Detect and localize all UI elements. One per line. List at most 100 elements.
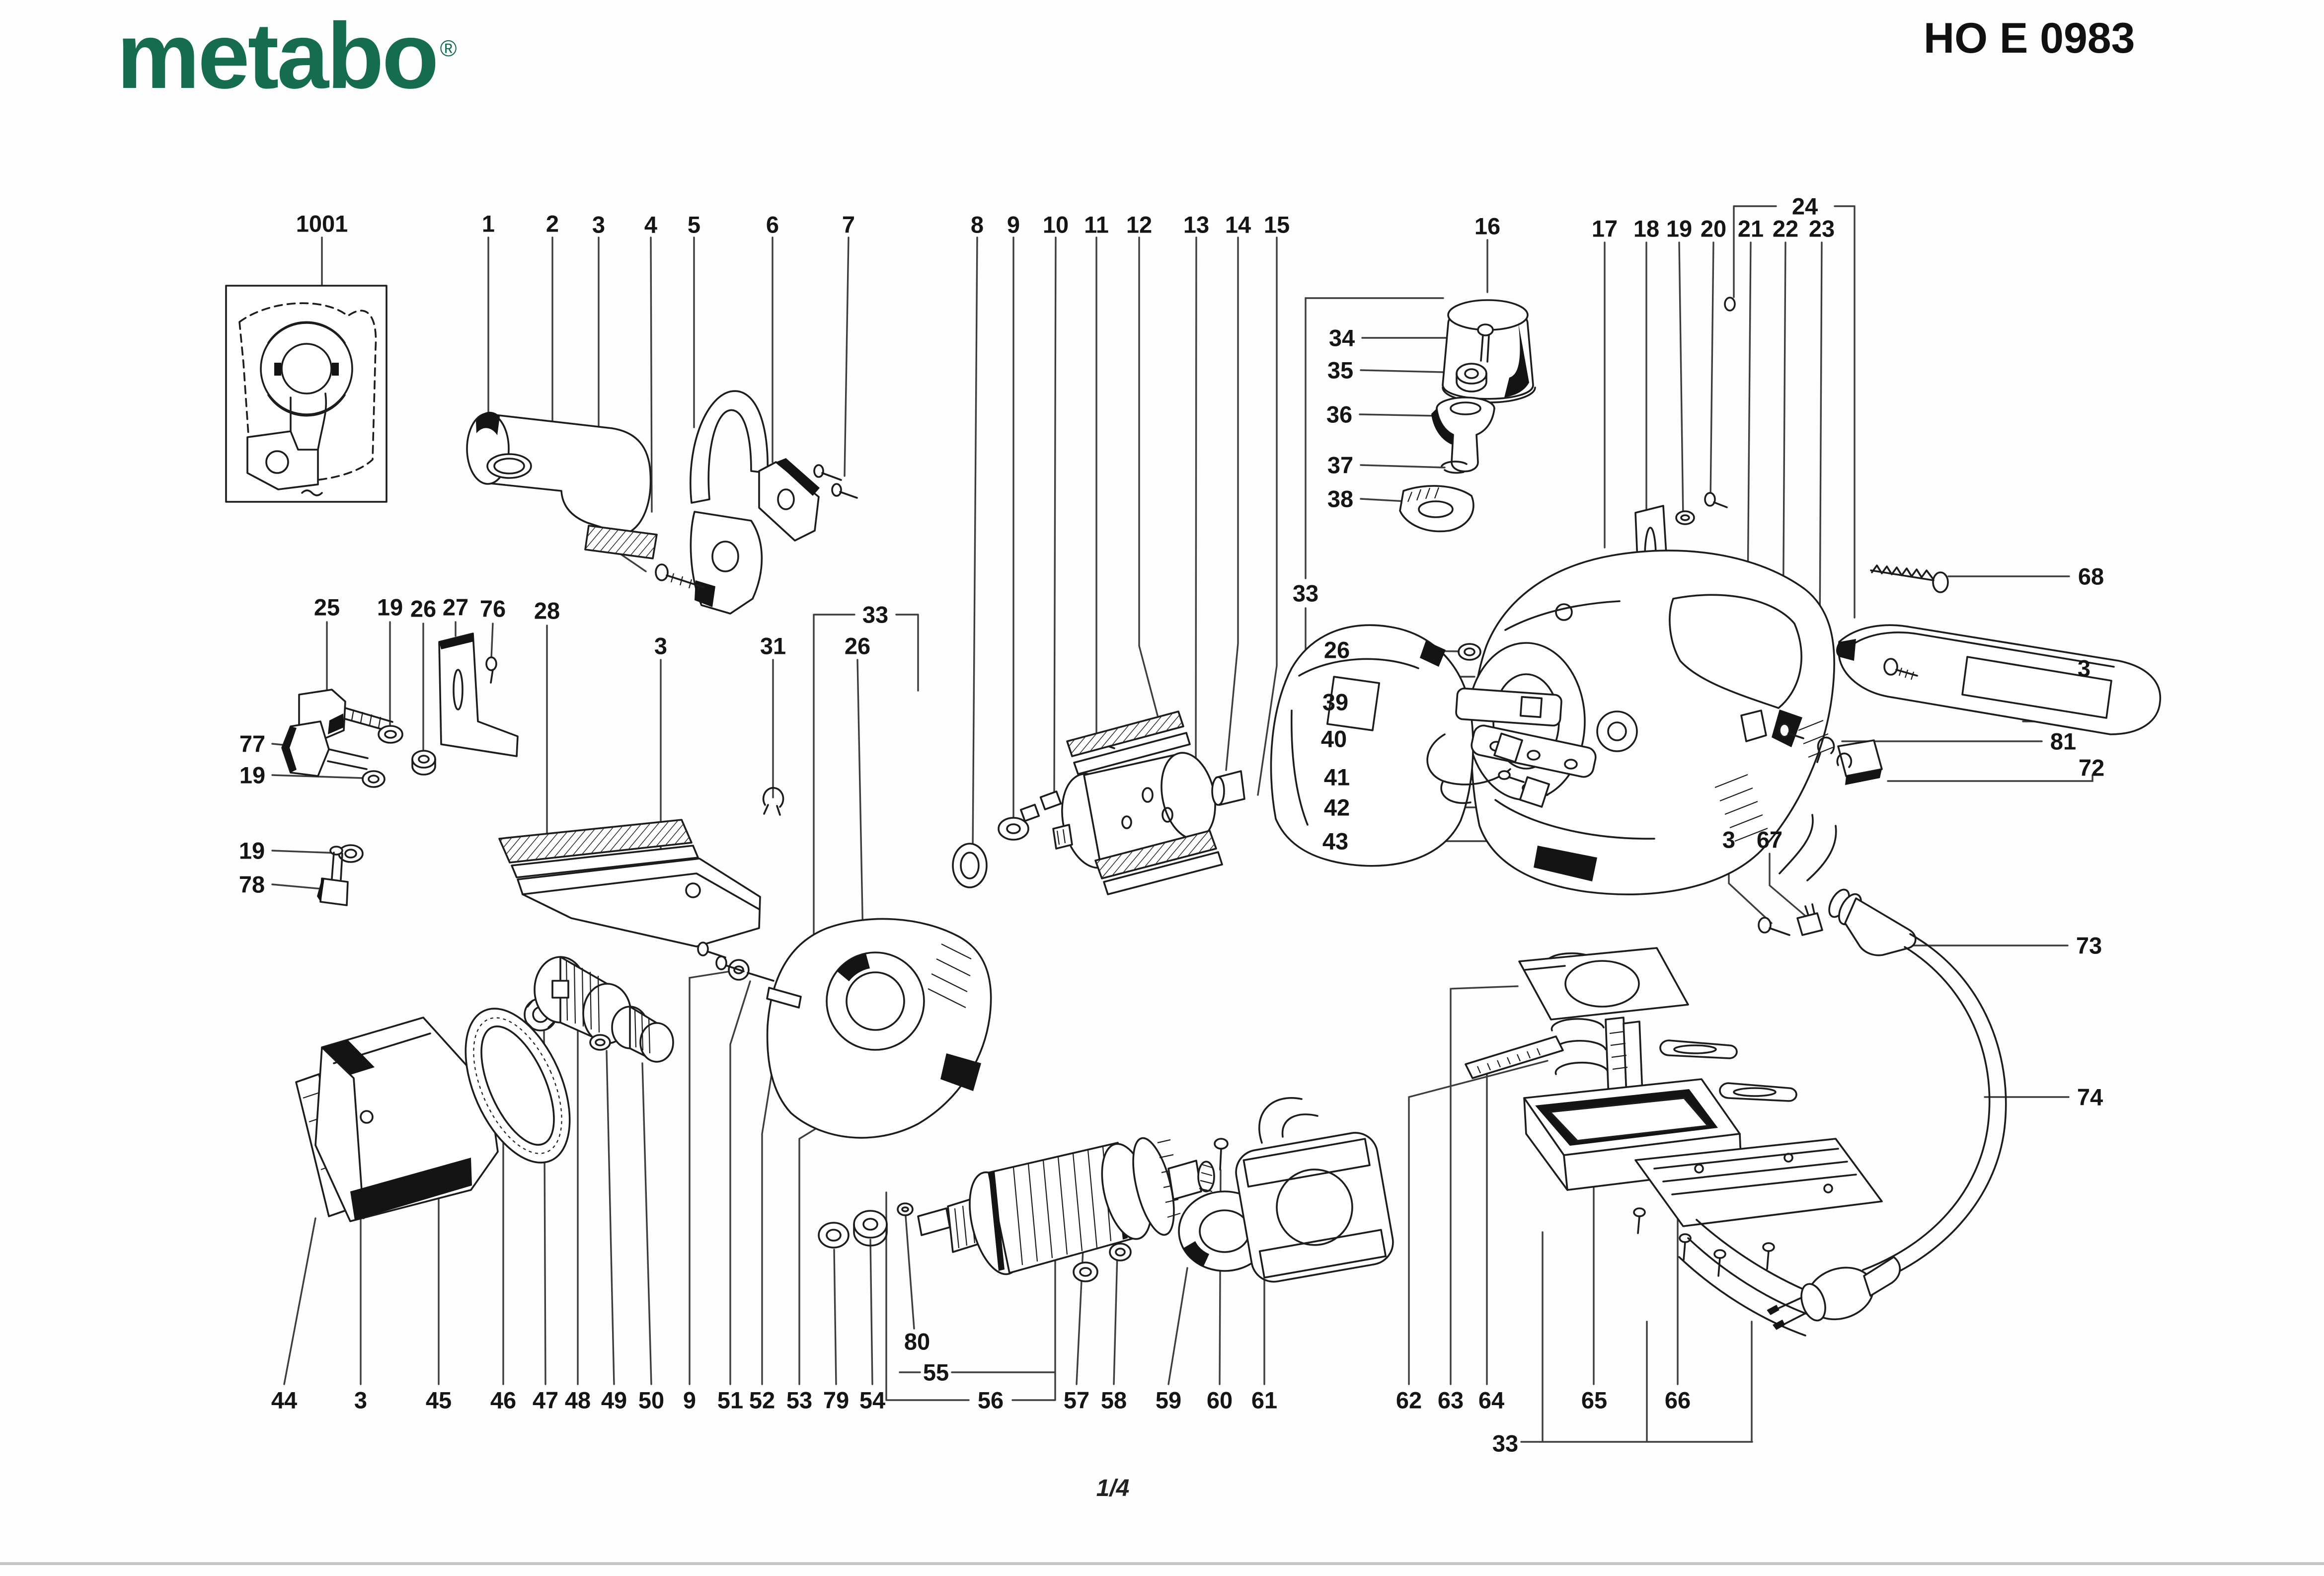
circlip-part-31 (762, 787, 784, 816)
cutter-block-parts-8-15 (952, 710, 1245, 895)
part-label-17: 17 (1592, 216, 1618, 242)
screw-spring-parts-68-3 (1870, 564, 1949, 680)
part-label-62: 62 (1396, 1387, 1422, 1414)
part-label-38: 38 (1327, 486, 1353, 512)
part-label-21: 21 (1738, 216, 1764, 242)
front-handle-parts-4-5-6-7 (690, 390, 858, 615)
part-label-3: 3 (654, 633, 667, 659)
part-label-76: 76 (480, 596, 506, 622)
bearing-rings-57-58 (1073, 1243, 1132, 1282)
part-label-19: 19 (1666, 216, 1692, 242)
part-label-67: 67 (1757, 827, 1782, 853)
part-label-7: 7 (842, 212, 855, 238)
part-label-13: 13 (1183, 212, 1209, 238)
o-ring-part-2 (486, 453, 532, 479)
part-label-26: 26 (410, 596, 436, 622)
page-indicator: 1/4 (1096, 1475, 1130, 1501)
part-label-33: 33 (862, 602, 888, 628)
part-label-26: 26 (845, 633, 870, 659)
part-label-3: 3 (354, 1387, 367, 1414)
gear-housing-left (697, 918, 992, 1139)
bottom-rule (0, 1562, 2324, 1565)
part-label-48: 48 (565, 1387, 591, 1414)
part-label-78: 78 (239, 871, 265, 898)
part-label-10: 10 (1043, 212, 1069, 238)
part-label-61: 61 (1251, 1387, 1277, 1414)
part-label-73: 73 (2076, 933, 2102, 959)
part-label-2: 2 (546, 211, 559, 237)
part-label-3: 3 (2078, 655, 2091, 682)
part-label-14: 14 (1225, 212, 1251, 238)
screw-part-3-top (655, 563, 704, 592)
part-label-80: 80 (904, 1329, 930, 1355)
part-label-15: 15 (1264, 212, 1290, 238)
metabo-logo: metabo® (117, 9, 457, 102)
part-label-20: 20 (1701, 216, 1726, 242)
part-label-72: 72 (2079, 755, 2104, 781)
field-coil-part-61 (1235, 1097, 1394, 1283)
part-label-23: 23 (1809, 216, 1835, 242)
base-tray-part-65 (1523, 1017, 1742, 1191)
part-label-40: 40 (1321, 726, 1347, 752)
clamp-parts-25-27-76 (298, 632, 519, 776)
logo-text: metabo (117, 3, 439, 108)
part-label-8: 8 (971, 212, 984, 238)
part-label-45: 45 (426, 1387, 452, 1414)
part-label-28: 28 (534, 598, 560, 624)
part-label-74: 74 (2077, 1084, 2103, 1110)
part-label-3: 3 (592, 212, 605, 238)
part-label-64: 64 (1478, 1387, 1504, 1414)
part-label-58: 58 (1101, 1387, 1127, 1414)
switch-and-brush-parts-39-43 (1426, 643, 1597, 808)
part-label-1001: 1001 (296, 211, 348, 237)
part-label-27: 27 (443, 594, 468, 621)
pulley-parts-47-50 (524, 956, 674, 1063)
part-label-1: 1 (482, 211, 495, 237)
part-label-9: 9 (683, 1387, 696, 1414)
part-label-18: 18 (1633, 216, 1659, 242)
part-label-47: 47 (533, 1387, 558, 1414)
part-label-53: 53 (786, 1387, 812, 1414)
part-label-19: 19 (377, 594, 403, 621)
registered-mark: ® (440, 35, 457, 62)
depth-knob-parts-77-19-78 (281, 720, 386, 906)
part-label-43: 43 (1322, 828, 1348, 855)
part-label-19: 19 (239, 838, 265, 864)
armature-parts-54-56-79-80 (818, 1137, 1215, 1275)
part-label-34: 34 (1329, 325, 1355, 351)
part-label-56: 56 (978, 1387, 1004, 1414)
part-label-50: 50 (638, 1387, 664, 1414)
part-label-9: 9 (1007, 212, 1020, 238)
plate-part-63 (1518, 947, 1689, 1021)
part-label-16: 16 (1474, 213, 1500, 239)
skid-plate-part-66 (1633, 1138, 1883, 1277)
part-label-11: 11 (1084, 212, 1109, 238)
part-label-77: 77 (239, 731, 265, 757)
part-label-68: 68 (2078, 563, 2104, 590)
belt-cover-part-45 (314, 1017, 499, 1222)
part-label-24: 24 (1792, 193, 1818, 220)
part-label-3: 3 (1722, 827, 1735, 853)
part-label-25: 25 (314, 594, 340, 621)
part-label-22: 22 (1773, 216, 1798, 242)
part-label-63: 63 (1438, 1387, 1464, 1414)
drive-belt-part-46 (465, 1008, 571, 1164)
power-cord-parts-67-73-74 (1678, 814, 2007, 1337)
part-label-5: 5 (688, 212, 700, 238)
part-label-66: 66 (1665, 1387, 1691, 1414)
rear-handle-parts-21-24-72-81 (1740, 624, 2162, 785)
part-label-33: 33 (1492, 1430, 1518, 1457)
part-label-79: 79 (823, 1387, 849, 1414)
slotted-links (1659, 1039, 1797, 1102)
part-label-54: 54 (859, 1387, 885, 1414)
part-label-57: 57 (1064, 1387, 1089, 1414)
part-label-33: 33 (1293, 580, 1318, 607)
part-label-26: 26 (1324, 637, 1350, 663)
doc-number: HO E 0983 (1924, 14, 2135, 62)
part-label-60: 60 (1207, 1387, 1233, 1414)
part-label-46: 46 (490, 1387, 516, 1414)
part-label-41: 41 (1324, 764, 1350, 790)
